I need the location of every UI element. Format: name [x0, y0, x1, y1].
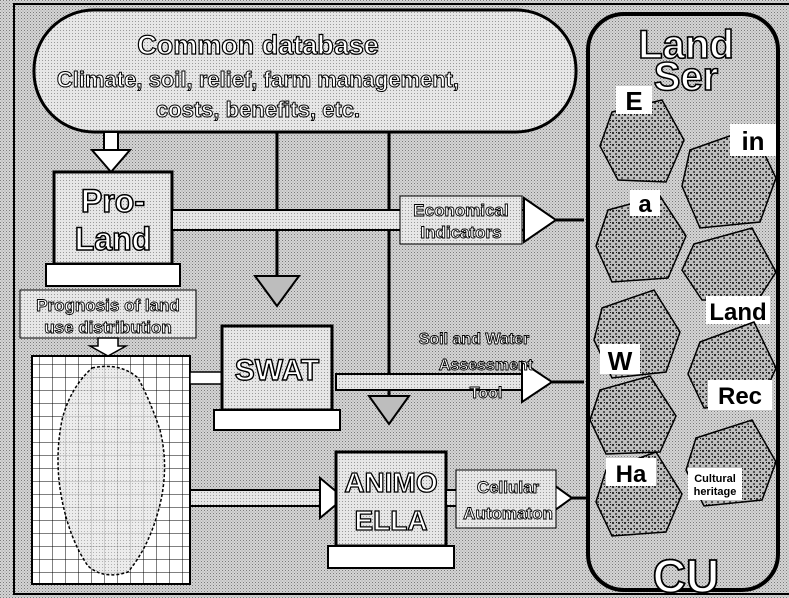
photo-tile-10-label: Cultural [694, 473, 736, 485]
photo-tile-5-label: Land [709, 299, 766, 326]
photo-tile-1-label: E [625, 86, 642, 116]
database-title: Common database [137, 30, 379, 60]
catchment-outline [57, 365, 166, 576]
animo-label-2: ELLA [354, 505, 427, 536]
arrow-db-to-animo [367, 132, 411, 426]
photo-tile-2: in [681, 124, 777, 229]
soilwater-line-1: Soil and Water [419, 331, 530, 348]
photo-tile-10-label-2: heritage [694, 486, 737, 498]
panel-header-2: Ser [654, 55, 719, 99]
photo-tile-3-label: a [638, 191, 652, 218]
animo-label-1: ANIMO [344, 467, 437, 498]
economical-line-2: Indicators [420, 223, 501, 242]
database-line-2: costs, benefits, etc. [156, 97, 360, 122]
photo-tile-6: W [589, 344, 677, 455]
arrow-soil-water-tool: Soil and Water Assessment Tool [335, 331, 584, 404]
prognosis-line-2: use distribution [44, 318, 172, 337]
photo-tile-3: a [595, 190, 687, 283]
panel-footer: CU [653, 550, 719, 598]
outer-frame [13, 3, 789, 595]
proland-computer: Pro- Land [45, 170, 181, 287]
photo-tile-7-label: Rec [718, 383, 762, 410]
database-line-1: Climate, soil, relief, farm management, [57, 67, 459, 92]
arrow-db-to-swat [253, 132, 301, 308]
arrow-map-to-swat [189, 371, 223, 385]
proland-label-1: Pro- [81, 183, 145, 219]
photo-tile-9-label: Ha [616, 461, 647, 488]
economical-line-1: Economical [413, 201, 508, 220]
prognosis-line-1: Prognosis of land [36, 296, 180, 315]
proland-label-2: Land [75, 221, 151, 257]
panel-header-1: Land [638, 23, 734, 67]
swat-computer: SWAT [213, 324, 341, 431]
land-use-grid-map [31, 355, 191, 585]
arrow-economical-indicators: Economical Indicators [171, 195, 584, 245]
prognosis-label: Prognosis of land use distribution [19, 289, 197, 339]
photo-tile-6-label: W [608, 346, 633, 376]
photo-tile-10: Cultural heritage [685, 419, 777, 507]
swat-label: SWAT [235, 354, 319, 387]
animo-computer: ANIMO ELLA [327, 450, 455, 569]
soilwater-line-3: Tool [470, 385, 503, 402]
cellular-line-1: Cellular [477, 478, 540, 497]
photo-tile-2-label: in [741, 126, 764, 156]
photo-tile-1: E [599, 86, 685, 183]
photo-tile-8: Ha [595, 451, 683, 537]
photo-tile-7: Rec [687, 321, 777, 410]
arrow-cellular-automaton: Cellular Automaton [445, 469, 586, 529]
soilwater-line-2: Assessment [439, 357, 534, 374]
cellular-line-2: Automaton [463, 504, 553, 523]
arrow-prognosis-to-map [87, 337, 129, 357]
arrow-db-to-proland [89, 131, 133, 174]
arrow-map-to-animo [189, 475, 346, 521]
common-database-box: Common database Climate, soil, relief, f… [32, 8, 578, 134]
